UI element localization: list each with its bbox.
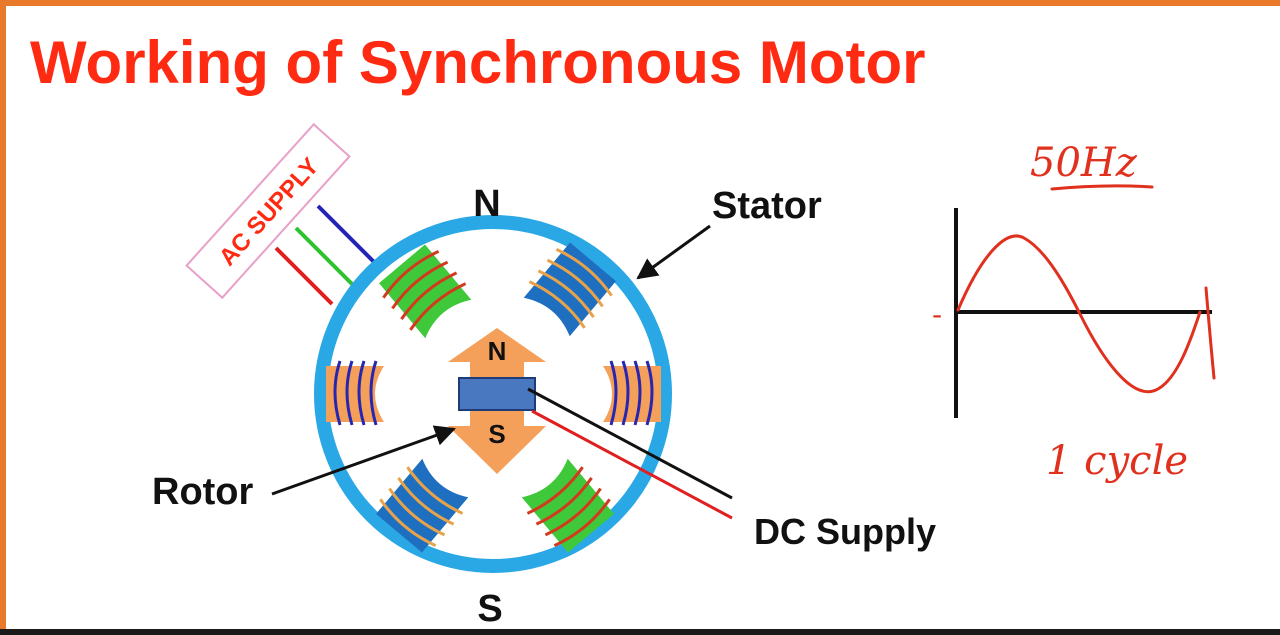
cycle-end-tick	[1204, 286, 1216, 380]
rotor-bar	[458, 377, 536, 411]
dc-wire-red	[531, 409, 733, 520]
ac-wire-blue	[316, 204, 378, 266]
dc-wire-black	[527, 387, 733, 500]
rotor-label: Rotor	[152, 471, 254, 513]
ac-supply-label: AC SUPPLY	[214, 153, 325, 272]
axis-mark: -	[932, 298, 942, 331]
frequency-note: 50Hz	[1030, 140, 1138, 186]
ac-wire-green	[294, 226, 356, 288]
ac-wire-red	[274, 246, 334, 306]
stator-pole-bottom-left	[376, 458, 469, 553]
stator-pole-top-left	[379, 244, 472, 339]
rotor-pointer	[271, 425, 456, 496]
rotor-south-label: S	[488, 419, 505, 449]
rotor-north-label: N	[488, 336, 507, 366]
dc-supply-label: DC Supply	[754, 511, 936, 552]
sine-curve	[956, 234, 1202, 394]
frequency-underline	[1050, 184, 1154, 191]
stator-pole-left	[326, 360, 384, 426]
handwritten-waveform: 50Hz - 1 cycle	[932, 140, 1216, 484]
stator-south-label: S	[477, 588, 502, 630]
stator-label: Stator	[712, 185, 822, 227]
stator-north-label: N	[473, 183, 500, 225]
ac-supply-wires	[274, 204, 378, 306]
stator-pole-right	[603, 360, 661, 426]
rotor: N S	[448, 328, 546, 474]
stator-pointer	[636, 224, 711, 280]
page-title: Working of Synchronous Motor	[30, 29, 926, 96]
motor-diagram: AC SUPPLY	[152, 122, 1216, 630]
stator-pole-bottom-right	[521, 458, 614, 553]
cycle-note: 1 cycle	[1046, 438, 1188, 484]
stator-pole-top-right	[523, 242, 616, 337]
